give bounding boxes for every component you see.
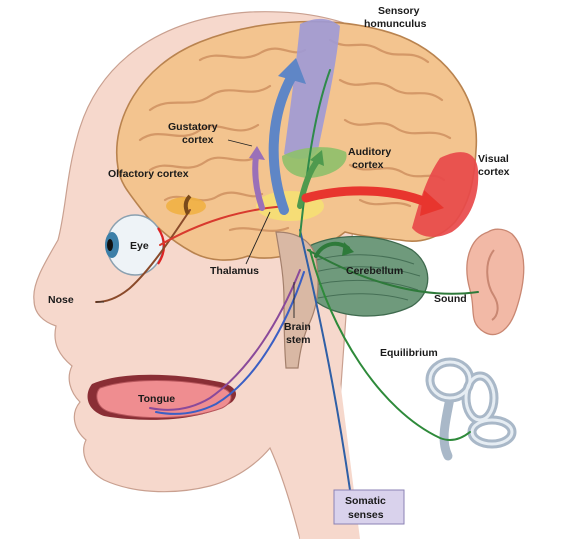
label-cerebellum: Cerebellum	[346, 265, 403, 277]
somatic-senses-box	[333, 489, 405, 525]
label-eye: Eye	[130, 240, 149, 252]
somatic-path-to-homunculus	[299, 69, 331, 237]
visual-arrow	[301, 186, 435, 209]
neck-back	[280, 300, 360, 539]
olfactory-arrow	[183, 194, 192, 215]
label-tongue: Tongue	[138, 393, 175, 405]
label-somatic-line2: senses	[348, 509, 384, 521]
vestibular-nerve	[309, 249, 471, 441]
label-gustatory-line1: Gustatory	[168, 121, 218, 133]
gustatory-arrow	[252, 153, 265, 211]
leader-lines	[96, 139, 295, 318]
cerebellum-arrow-head	[342, 242, 354, 256]
gustatory-arrow-head	[249, 146, 265, 160]
label-auditory-line2: cortex	[352, 159, 384, 171]
auditory-arrow	[297, 157, 321, 209]
label-gustatory-line2: cortex	[182, 134, 214, 146]
label-brain-stem-line1: Brain	[284, 321, 311, 333]
label-equilibrium: Equilibrium	[380, 347, 438, 359]
label-thalamus: Thalamus	[210, 265, 259, 277]
retina	[157, 227, 166, 265]
auditory-arrow-head	[310, 150, 324, 166]
tongue-shape	[96, 380, 232, 419]
inner-ear-fold	[486, 249, 499, 321]
label-sensory-homunculus-line2: homunculus	[364, 18, 427, 30]
somatosensory-arrow	[268, 71, 297, 215]
eye-group	[105, 214, 166, 276]
somatosensory-cortex	[284, 18, 340, 159]
outer-ear	[466, 228, 525, 336]
label-somatic-line1: Somatic	[345, 495, 386, 507]
label-visual-line1: Visual	[478, 153, 509, 165]
optic-nerve	[159, 205, 286, 246]
label-olfactory: Olfactory cortex	[108, 168, 189, 180]
inner-ear-highlight	[428, 360, 514, 446]
label-nose: Nose	[48, 294, 74, 306]
label-visual-line2: cortex	[478, 166, 510, 178]
label-brain-stem-line2: stem	[286, 334, 311, 346]
label-sound: Sound	[434, 293, 467, 305]
label-auditory-line1: Auditory	[348, 146, 391, 158]
label-sensory-homunculus-line1: Sensory	[378, 5, 420, 17]
pupil	[107, 239, 113, 251]
visual-arrow-head	[420, 190, 444, 216]
somatosensory-arrow-head	[278, 58, 306, 84]
brain-gyri	[138, 38, 452, 232]
olfactory-nerve	[95, 209, 191, 303]
gustatory-nerve-2	[155, 271, 305, 415]
somatic-nerve	[299, 229, 351, 491]
gustatory-nerve-1	[149, 269, 301, 411]
visual-cortex-area	[412, 152, 479, 237]
auditory-nerve	[307, 249, 479, 295]
